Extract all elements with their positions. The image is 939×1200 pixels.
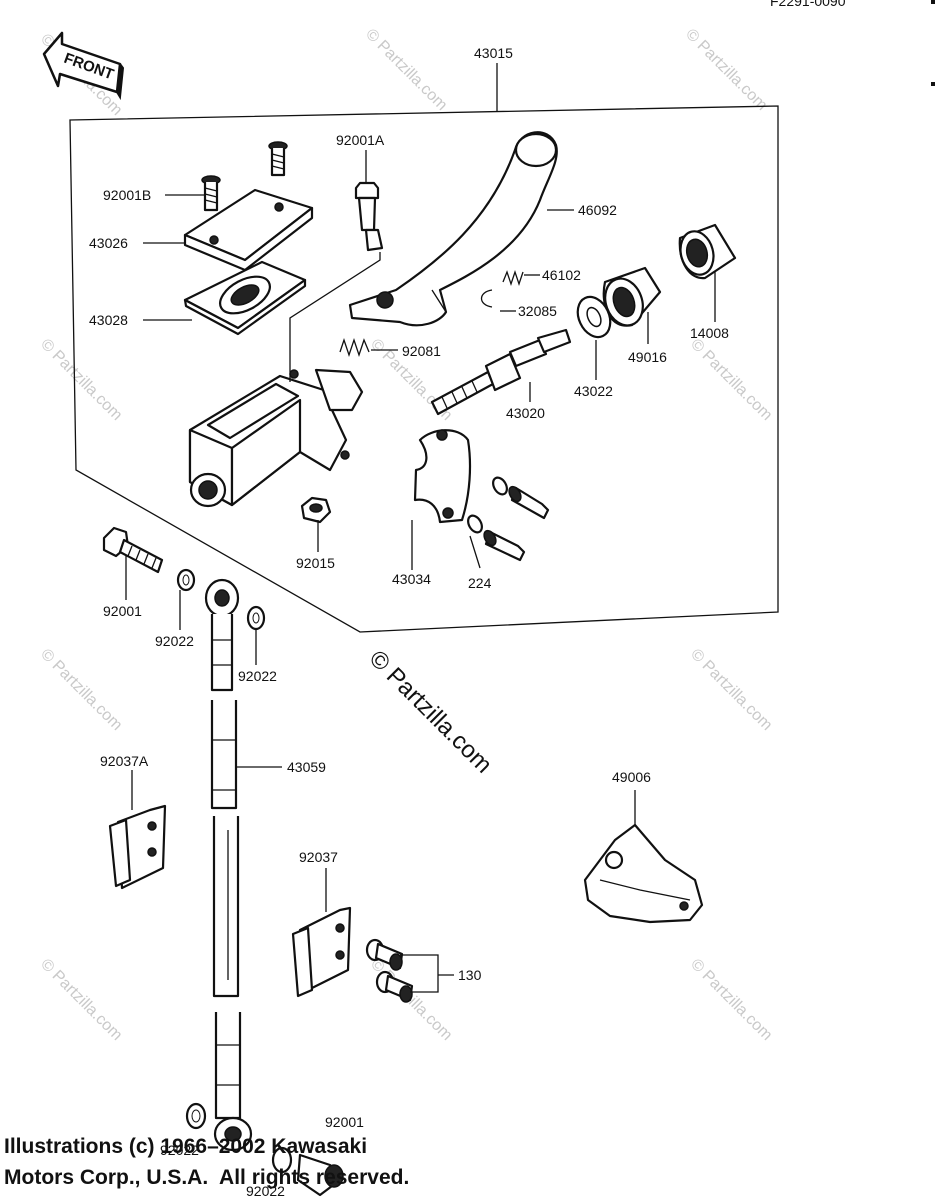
part-label: 14008: [690, 325, 729, 341]
watermark: © Partzilla.com: [367, 956, 455, 1044]
hose-bracket-icon: [108, 804, 167, 890]
washer-icon: [576, 295, 612, 339]
clamp-icon: [413, 429, 472, 524]
part-label: 92001: [103, 603, 142, 619]
watermark: © Partzilla.com: [37, 336, 125, 424]
diagram-code: F2291-0090: [770, 0, 846, 9]
assembly-outline: [69, 105, 779, 633]
screw-92001b-icon: [201, 141, 288, 212]
flange-bolts-icon: [365, 938, 414, 1003]
watermark: © Partzilla.com: [37, 956, 125, 1044]
piston-icon: [430, 328, 572, 416]
part-label: 92001A: [336, 132, 385, 148]
part-label: 92001: [325, 1114, 364, 1130]
brake-hose-icon: [204, 578, 253, 1152]
part-label: 92037: [299, 849, 338, 865]
corner-mark: [931, 82, 935, 86]
cap-nut-icon: [300, 496, 332, 524]
watermark: © Partzilla.com: [682, 26, 770, 114]
part-label: 92037A: [100, 753, 149, 769]
part-label: 43022: [574, 383, 613, 399]
part-label: 49006: [612, 769, 651, 785]
part-label: 92022: [160, 1142, 199, 1158]
watermark: © Partzilla.com: [687, 646, 775, 734]
part-label: 224: [468, 575, 492, 591]
part-label: 43059: [287, 759, 326, 775]
part-labels: 43015 92001A 92001B 46092 43026 46102 43…: [89, 45, 729, 1199]
part-label: 92015: [296, 555, 335, 571]
part-label: 92022: [155, 633, 194, 649]
brake-lever-icon: [348, 131, 558, 327]
spring-icon: [502, 269, 524, 287]
clip-icon: [480, 289, 493, 308]
part-label: 92022: [246, 1183, 285, 1199]
copyright-line-1: Illustrations (c) 1966–2002 Kawasaki: [4, 1135, 368, 1158]
copyright-notice: Illustrations (c) 1966–2002 Kawasaki Mot…: [4, 1131, 409, 1193]
corner-mark: [931, 0, 935, 4]
watermark: © Partzilla.com: [37, 646, 125, 734]
return-spring-icon: [339, 337, 370, 358]
boot-icon: [678, 223, 737, 280]
part-label: 92022: [238, 668, 277, 684]
watermark: © Partzilla.com: [362, 26, 450, 114]
part-label: 32085: [518, 303, 557, 319]
leader-lines: [125, 150, 716, 993]
watermark-center: © Partzilla.com: [364, 645, 497, 778]
part-label: 43020: [506, 405, 545, 421]
part-label: 43034: [392, 571, 431, 587]
watermark: © Partzilla.com: [687, 336, 775, 424]
part-label: 130: [458, 967, 482, 983]
part-label: 43015: [474, 45, 513, 61]
clamp-bolts-icon: [467, 476, 550, 562]
watermark: © Partzilla.com: [687, 956, 775, 1044]
copyright-line-2: Motors Corp., U.S.A. All rights reserved…: [4, 1166, 410, 1189]
part-label: 92001B: [103, 187, 151, 203]
pivot-bolt-icon: [354, 181, 384, 252]
part-label: 43026: [89, 235, 128, 251]
master-cylinder-icon: [188, 252, 381, 508]
part-label: 43028: [89, 312, 128, 328]
diaphragm-icon: [183, 260, 307, 336]
lower-banjo-bolt-icon: [185, 1102, 344, 1197]
bushing-icon: [602, 266, 662, 327]
hose-clamp-icon: [291, 906, 352, 998]
banjo-bolt-icon: [102, 526, 164, 574]
part-label: 49016: [628, 349, 667, 365]
cylinder-cover-icon: [583, 823, 704, 924]
part-label: 46102: [542, 267, 581, 283]
reservoir-cap-icon: [183, 188, 314, 272]
sealing-washer-icon: [176, 568, 266, 631]
part-label: 92081: [402, 343, 441, 359]
part-label: 46092: [578, 202, 617, 218]
